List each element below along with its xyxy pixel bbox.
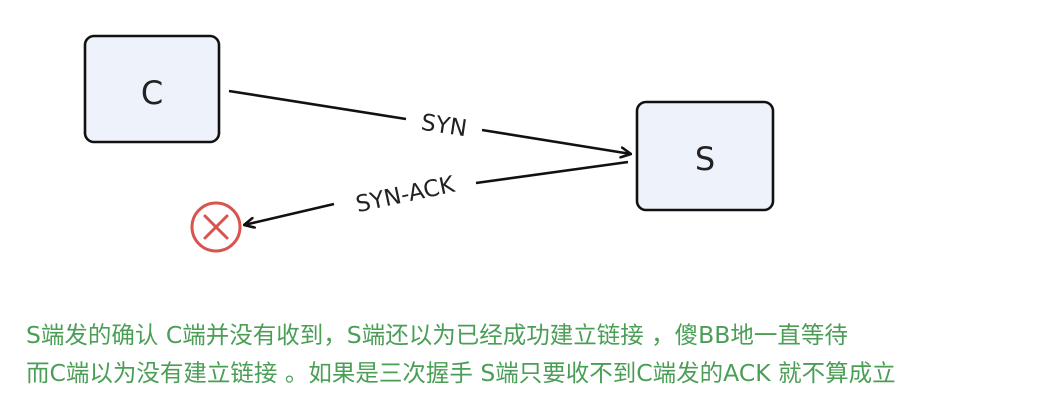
node-client: C [83,34,221,144]
close-circle-icon [190,201,242,253]
edge-syn-label: SYN [419,110,468,142]
edge-syn-ack-label: SYN-ACK [354,172,458,218]
node-server: S [635,100,775,212]
edge-syn-ack: SYN-ACK [244,160,629,225]
caption-line-2: 而C端以为没有建立链接 。如果是三次握手 S端只要收不到C端发的ACK 就不算成… [26,359,896,387]
node-client-box [83,34,221,144]
edge-syn-ack-line-a [475,160,629,185]
edge-syn-ack-line-b [244,202,335,225]
node-client-label: C [141,74,163,112]
node-server-box [635,100,775,212]
caption-line-1: S端发的确认 C端并没有收到，S端还以为已经成功建立链接 ，傻BB地一直等待 [26,321,848,349]
edge-syn: SYN [228,89,631,154]
node-server-label: S [695,140,715,178]
edge-syn-line-a [228,89,407,121]
edge-syn-line-b [481,128,631,154]
